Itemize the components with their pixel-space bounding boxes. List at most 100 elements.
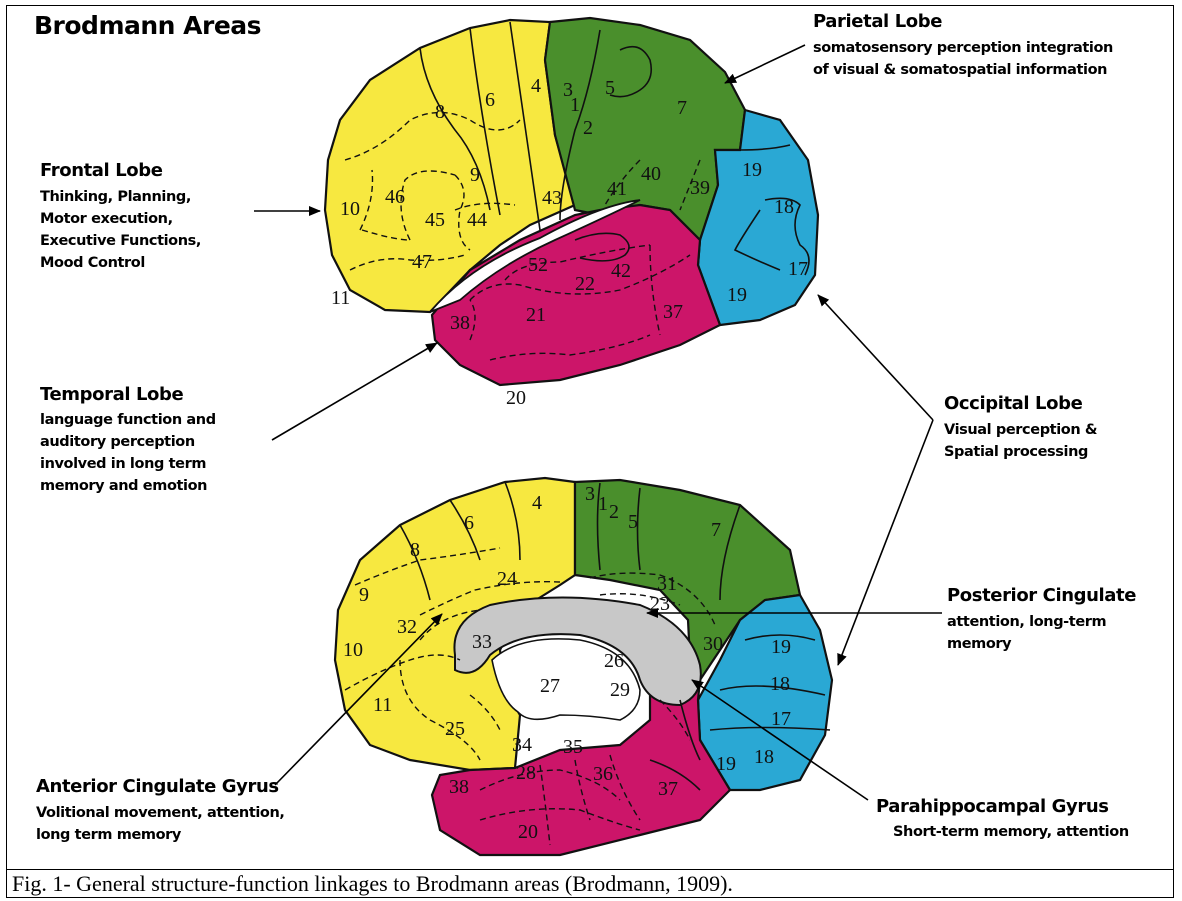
area-label: 1 (598, 493, 608, 515)
temporal-desc-line: auditory perception (40, 434, 195, 450)
occipital-arrow-bottom (837, 419, 934, 666)
area-label: 19 (742, 159, 762, 181)
area-label: 22 (575, 273, 595, 295)
area-label: 45 (425, 209, 445, 231)
medial-brain (333, 476, 834, 857)
area-label: 3 (563, 79, 573, 101)
area-label: 30 (703, 633, 723, 655)
area-label: 29 (610, 679, 630, 701)
area-label: 20 (518, 821, 538, 843)
area-label: 18 (754, 746, 774, 768)
parietal-desc-line: somatosensory perception integration (813, 40, 1113, 56)
temporal-desc-line: language function and (40, 412, 216, 428)
area-label: 7 (711, 519, 721, 541)
area-label: 10 (340, 198, 360, 220)
area-label: 17 (771, 708, 791, 730)
area-label: 1 (570, 94, 580, 116)
caption-divider (6, 869, 1174, 870)
occipital-annotation: Occipital Lobe Visual perception & Spati… (944, 393, 1098, 460)
lateral-brain (323, 16, 820, 387)
area-label: 31 (657, 573, 677, 595)
occipital-heading: Occipital Lobe (944, 393, 1083, 414)
area-label: 32 (397, 616, 417, 638)
area-label: 38 (449, 776, 469, 798)
frontal-desc-line: Mood Control (40, 255, 145, 271)
area-label: 27 (540, 675, 560, 697)
occipital-desc-line: Visual perception & (944, 422, 1098, 438)
area-label: 39 (690, 177, 710, 199)
area-label: 19 (727, 284, 747, 306)
area-label: 19 (771, 636, 791, 658)
brodmann-diagram: 4 6 8 9 10 46 45 44 47 11 3 1 2 5 7 43 4… (34, 11, 1137, 857)
area-label: 4 (532, 492, 542, 514)
parietal-annotation: Parietal Lobe somatosensory perception i… (813, 11, 1113, 78)
area-label: 18 (770, 673, 790, 695)
area-label: 6 (464, 512, 474, 534)
posterior-cingulate-desc-line: attention, long-term (947, 614, 1106, 630)
area-label: 52 (528, 254, 548, 276)
area-label: 20 (506, 387, 526, 409)
parahippocampal-annotation: Parahippocampal Gyrus Short-term memory,… (876, 796, 1129, 840)
area-label: 5 (605, 77, 615, 99)
parahippocampal-heading: Parahippocampal Gyrus (876, 796, 1109, 817)
area-label: 7 (677, 97, 687, 119)
lateral-area-labels: 4 6 8 9 10 46 45 44 47 11 3 1 2 5 7 43 4… (331, 75, 808, 409)
figure-caption: Fig. 1- General structure-function linka… (12, 871, 733, 896)
area-label: 10 (343, 639, 363, 661)
lateral-occipital-region (696, 108, 820, 327)
area-label: 46 (385, 186, 405, 208)
parietal-heading: Parietal Lobe (813, 11, 942, 32)
temporal-arrow (271, 342, 438, 441)
parahippocampal-arrow (691, 679, 869, 801)
anterior-cingulate-arrow (274, 613, 443, 786)
area-label: 21 (526, 304, 546, 326)
area-label: 38 (450, 312, 470, 334)
figure-border (6, 5, 1174, 898)
frontal-desc-line: Executive Functions, (40, 233, 201, 249)
anterior-cingulate-heading: Anterior Cingulate Gyrus (36, 776, 279, 797)
area-label: 24 (497, 568, 517, 590)
area-label: 42 (611, 260, 631, 282)
area-label: 17 (788, 258, 808, 280)
temporal-heading: Temporal Lobe (40, 384, 183, 405)
anterior-cingulate-annotation: Anterior Cingulate Gyrus Volitional move… (36, 776, 285, 843)
frontal-annotation: Frontal Lobe Thinking, Planning, Motor e… (40, 160, 201, 271)
area-label: 28 (516, 762, 536, 784)
area-label: 3 (585, 483, 595, 505)
area-label: 37 (658, 778, 678, 800)
area-label: 9 (359, 584, 369, 606)
corpus-callosum (453, 596, 702, 707)
posterior-cingulate-annotation: Posterior Cingulate attention, long-term… (947, 585, 1137, 652)
lateral-temporal-region (430, 203, 722, 387)
occipital-desc-line: Spatial processing (944, 444, 1088, 460)
anterior-cingulate-desc-line: Volitional movement, attention, (36, 805, 285, 821)
area-label: 2 (583, 117, 593, 139)
pointer-arrows (254, 44, 942, 801)
area-label: 19 (716, 753, 736, 775)
parietal-arrow (724, 44, 806, 84)
area-label: 35 (563, 736, 583, 758)
anterior-cingulate-desc-line: long term memory (36, 827, 182, 843)
area-label: 43 (542, 187, 562, 209)
posterior-cingulate-heading: Posterior Cingulate (947, 585, 1136, 606)
area-label: 8 (410, 539, 420, 561)
temporal-desc-line: involved in long term (40, 456, 206, 472)
area-label: 34 (512, 734, 532, 756)
area-label: 9 (470, 164, 480, 186)
area-label: 2 (609, 501, 619, 523)
area-label: 26 (604, 650, 624, 672)
area-label: 23 (650, 593, 670, 615)
area-label: 37 (663, 301, 683, 323)
diagram-title: Brodmann Areas (34, 11, 261, 40)
frontal-desc-line: Motor execution, (40, 211, 173, 227)
frontal-desc-line: Thinking, Planning, (40, 189, 191, 205)
area-label: 5 (628, 511, 638, 533)
area-label: 6 (485, 89, 495, 111)
temporal-desc-line: memory and emotion (40, 478, 207, 494)
area-label: 8 (435, 101, 445, 123)
area-label: 40 (641, 163, 661, 185)
area-label: 11 (373, 694, 392, 716)
frontal-heading: Frontal Lobe (40, 160, 163, 181)
area-label: 41 (607, 178, 627, 200)
